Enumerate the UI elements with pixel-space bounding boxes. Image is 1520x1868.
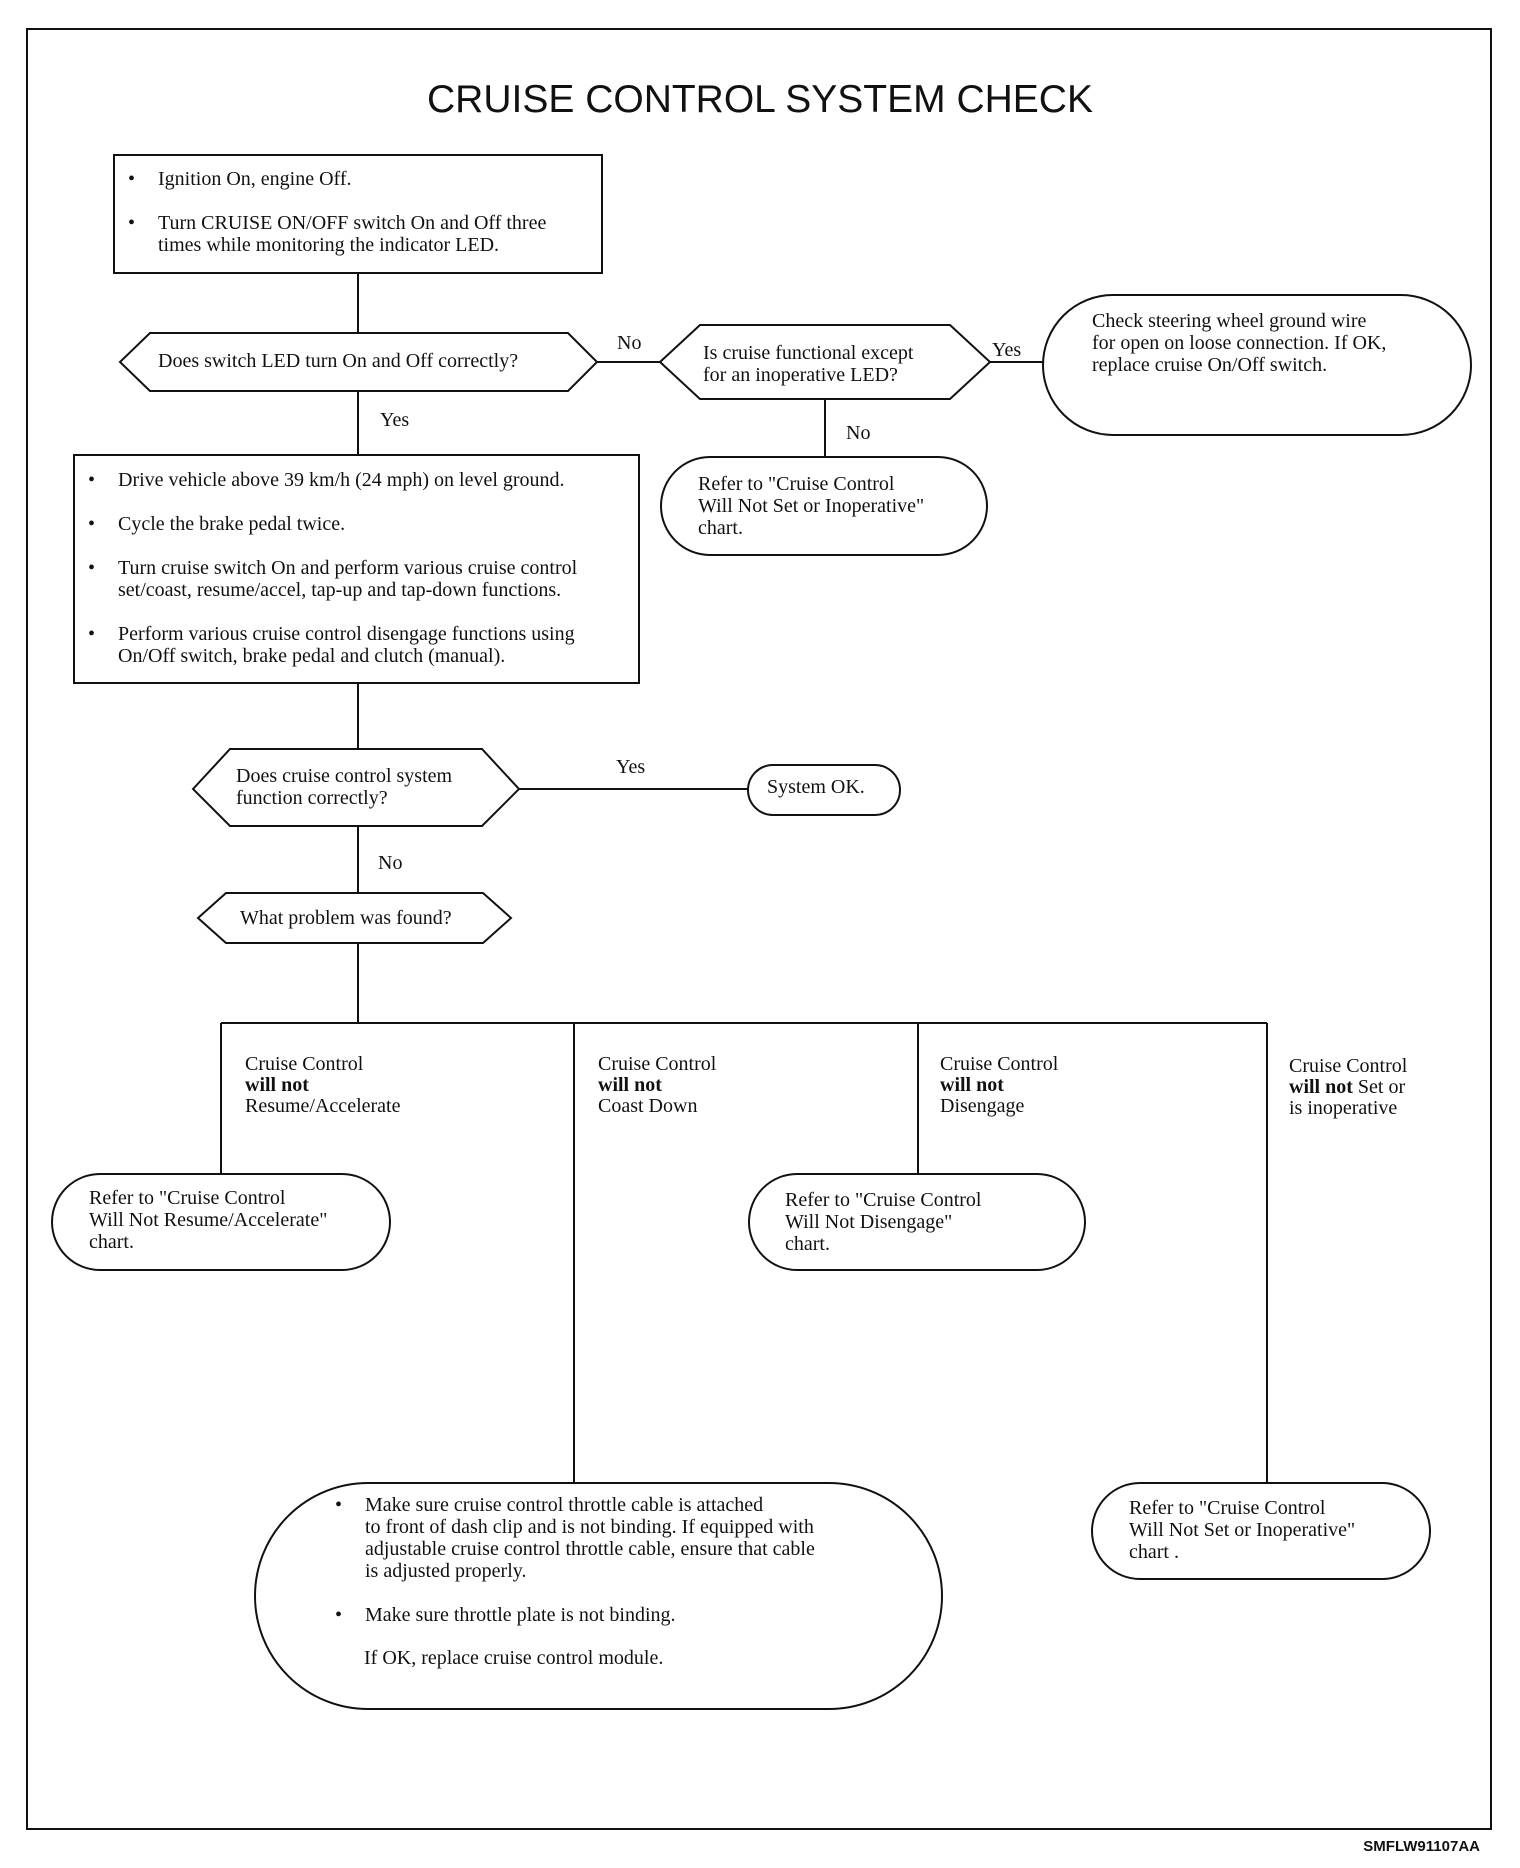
step1-list: Ignition On, engine Off. Turn CRUISE ON/… (118, 168, 598, 256)
step2-item: Turn cruise switch On and perform variou… (78, 557, 638, 601)
label-no-2: No (846, 422, 871, 444)
refer-resume-terminal (51, 1173, 391, 1271)
refer-set2-text: Refer to "Cruise Control Will Not Set or… (1129, 1497, 1356, 1563)
decision-functional-text: Is cruise functional except for an inope… (703, 342, 914, 386)
branch-coast-label: Cruise Control will not Coast Down (598, 1053, 717, 1117)
step2-item: Drive vehicle above 39 km/h (24 mph) on … (78, 469, 638, 491)
step1-item: Ignition On, engine Off. (118, 168, 598, 190)
refer-resume-text: Refer to "Cruise Control Will Not Resume… (89, 1187, 328, 1253)
step2-item: Perform various cruise control disengage… (78, 623, 638, 667)
refer-set1-text: Refer to "Cruise Control Will Not Set or… (698, 473, 925, 539)
throttle-item: Make sure throttle plate is not binding. (325, 1604, 905, 1626)
decision-led-text: Does switch LED turn On and Off correctl… (158, 350, 519, 372)
steering-text: Check steering wheel ground wire for ope… (1092, 310, 1387, 376)
refer-disengage-terminal (748, 1173, 1086, 1271)
throttle-final-text: If OK, replace cruise control module. (364, 1647, 664, 1669)
label-yes-2: Yes (380, 409, 410, 431)
step1-item: Turn CRUISE ON/OFF switch On and Off thr… (118, 212, 598, 256)
label-yes-3: Yes (616, 756, 646, 778)
step2-box (73, 454, 640, 684)
throttle-terminal (254, 1482, 943, 1710)
label-no-3: No (378, 852, 403, 874)
page-title: CRUISE CONTROL SYSTEM CHECK (427, 78, 1093, 121)
decision-system-text: Does cruise control system function corr… (236, 765, 453, 809)
system-ok-text: System OK. (767, 776, 865, 798)
step2-list: Drive vehicle above 39 km/h (24 mph) on … (78, 469, 638, 667)
figure-code: SMFLW91107AA (1363, 1838, 1480, 1855)
steering-terminal (1042, 294, 1472, 436)
refer-disengage-text: Refer to "Cruise Control Will Not Diseng… (785, 1189, 982, 1255)
page-frame (26, 28, 1492, 1830)
label-yes-1: Yes (992, 339, 1022, 361)
branch-set-label: Cruise Control will not Set or is inoper… (1289, 1055, 1408, 1119)
refer-set2-terminal (1091, 1482, 1431, 1580)
throttle-item: Make sure cruise control throttle cable … (325, 1494, 905, 1582)
branch-disengage-label: Cruise Control will not Disengage (940, 1053, 1059, 1117)
throttle-list: Make sure cruise control throttle cable … (325, 1494, 905, 1626)
step2-item: Cycle the brake pedal twice. (78, 513, 638, 535)
decision-problem-shape (196, 892, 513, 944)
refer-set1-terminal (660, 456, 988, 556)
branch-resume-label: Cruise Control will not Resume/Accelerat… (245, 1053, 401, 1117)
system-ok-terminal (747, 764, 901, 816)
decision-problem-text: What problem was found? (240, 907, 452, 929)
label-no-1: No (617, 332, 642, 354)
